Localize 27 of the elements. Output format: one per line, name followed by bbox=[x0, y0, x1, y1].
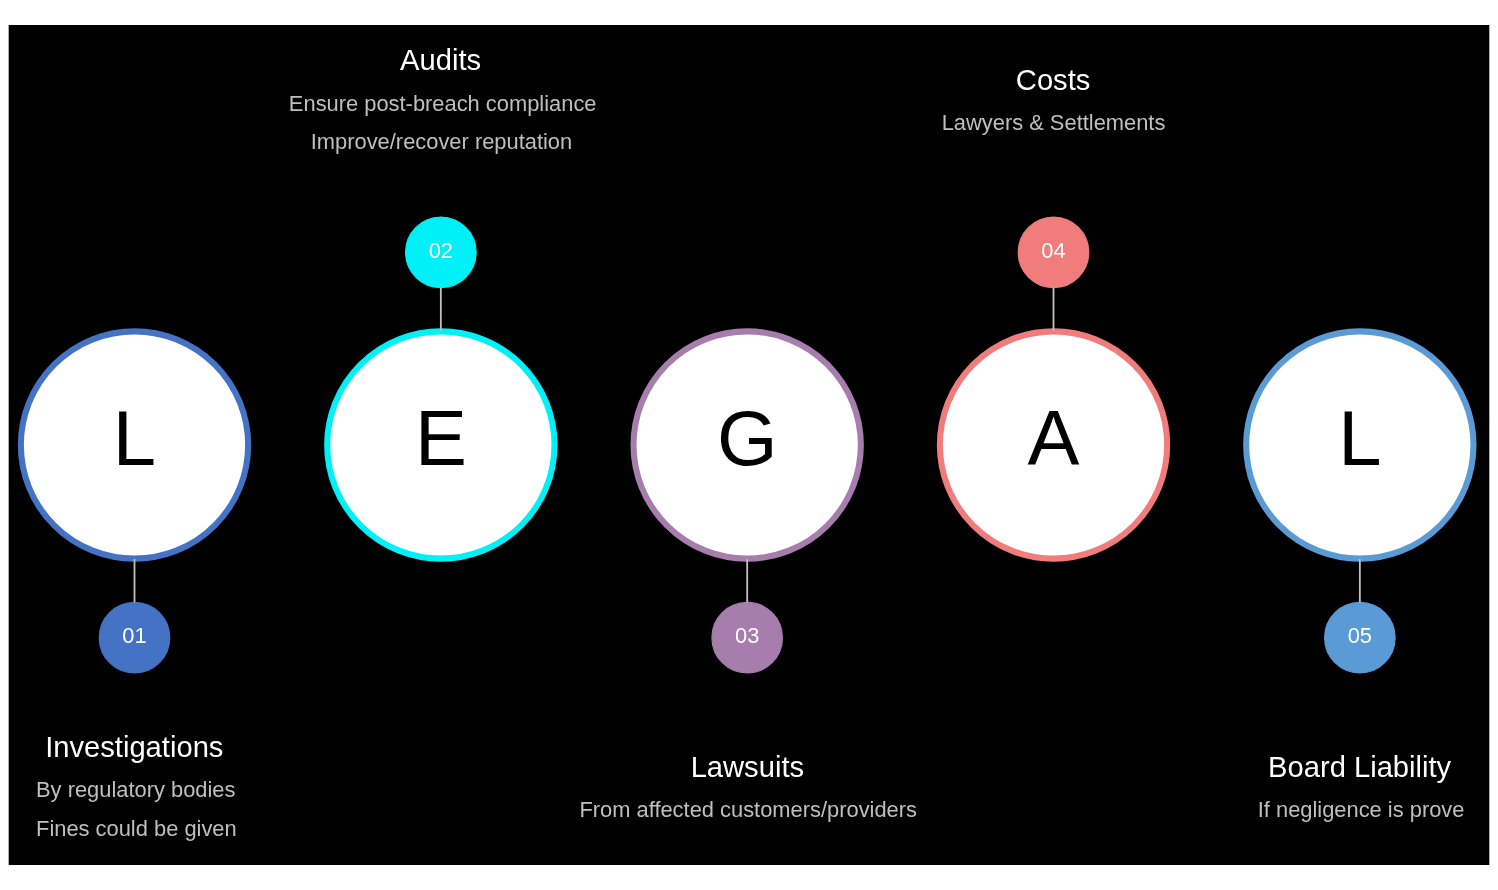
node-circle: 01 bbox=[98, 601, 171, 674]
node-circle: E bbox=[324, 328, 558, 562]
node-label: Fines could be given bbox=[36, 816, 237, 842]
connector bbox=[1052, 287, 1055, 332]
node-label: Lawyers & Settlements bbox=[941, 110, 1166, 136]
node-label: Audits bbox=[400, 44, 482, 77]
node-label: Board Liability bbox=[1268, 750, 1452, 783]
node-circle: 05 bbox=[1324, 601, 1396, 674]
node-label: Ensure post-breach compliance bbox=[288, 90, 597, 116]
node-circle: 04 bbox=[1017, 216, 1090, 289]
node-label: Lawsuits bbox=[690, 750, 805, 783]
node-label: By regulatory bodies bbox=[36, 777, 236, 803]
node-circle: A bbox=[936, 328, 1171, 562]
node-circle: G bbox=[630, 328, 864, 562]
node-label: From affected customers/providers bbox=[579, 796, 917, 822]
node-circle: L bbox=[1243, 328, 1477, 562]
connector bbox=[439, 287, 442, 332]
connector bbox=[1358, 558, 1361, 604]
node-circle: L bbox=[17, 328, 252, 562]
node-label: Improve/recover reputation bbox=[310, 129, 573, 155]
node-label: Investigations bbox=[45, 731, 224, 764]
node-label: If negligence is prove bbox=[1257, 796, 1465, 822]
node-circle: 02 bbox=[404, 216, 477, 289]
node-label: Costs bbox=[1015, 63, 1091, 96]
connector bbox=[746, 558, 749, 604]
node-circle: 03 bbox=[711, 601, 784, 674]
connector bbox=[133, 558, 136, 604]
